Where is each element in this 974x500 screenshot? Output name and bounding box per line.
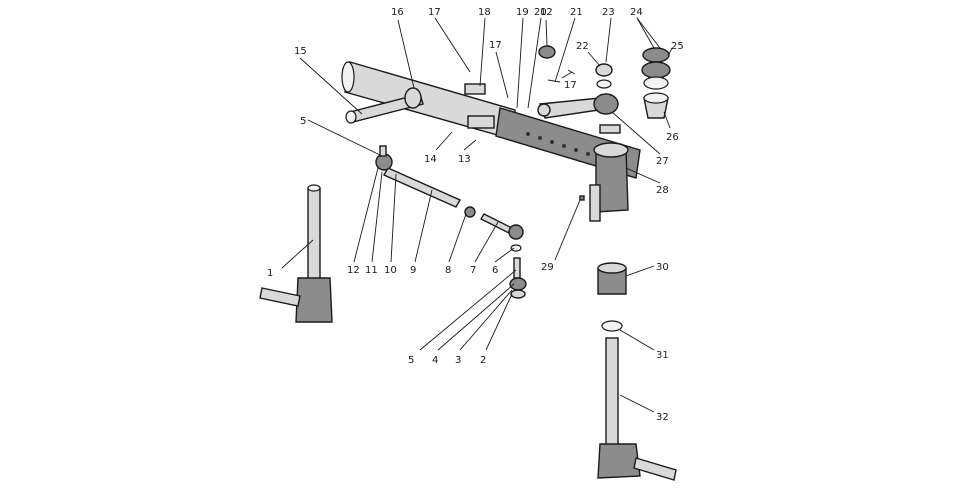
callout-label: 27: [656, 156, 669, 167]
callout-label: 19: [516, 7, 529, 18]
callout-label: 15: [294, 46, 307, 57]
drag-link-parts: [464, 206, 524, 252]
callout-label: 20: [534, 7, 547, 18]
callout-label: 25: [671, 41, 684, 52]
callout-label: 6: [492, 265, 498, 276]
cross-shaft: [345, 87, 424, 124]
callout-label: 10: [384, 265, 397, 276]
tie-rod: [375, 145, 461, 208]
callout-label: 17: [564, 80, 577, 91]
callout-label: 32: [656, 412, 669, 423]
left-knuckle: [259, 184, 333, 323]
callout-label: 2: [480, 355, 486, 366]
callout-label: 5: [408, 355, 414, 366]
pin: [579, 195, 585, 201]
callout-label: 1: [267, 268, 273, 279]
callout-label: 13: [458, 154, 471, 165]
callout-label: 29: [541, 262, 554, 273]
ball-stud: [509, 257, 527, 299]
steering-box: [589, 124, 629, 222]
callout-label: 8: [445, 265, 451, 276]
callout-label: 14: [424, 154, 437, 165]
callout-label: 17: [489, 40, 502, 51]
callout-label: 5: [300, 116, 306, 127]
callout-label: 3: [455, 355, 461, 366]
callout-label: 12: [540, 7, 553, 18]
callout-label: 21: [570, 7, 583, 18]
callout-label: 16: [391, 7, 404, 18]
callout-label: 12: [347, 265, 360, 276]
pitman-arm: [537, 93, 619, 119]
callout-label: 28: [656, 185, 669, 196]
callout-label: 23: [602, 7, 615, 18]
callout-label: 11: [365, 265, 378, 276]
leader-lines: [281, 17, 673, 413]
callout-label: 17: [428, 7, 441, 18]
callout-labels: 1 2 3 4 5 5 6 7 8 9 10 11 12 12 13 14 15…: [267, 7, 684, 423]
bushing-and-ring: [597, 262, 627, 332]
callout-label: 9: [410, 265, 416, 276]
right-knuckle: [597, 337, 677, 481]
callout-label: 22: [576, 41, 589, 52]
callout-label: 4: [432, 355, 438, 366]
callout-label: 24: [630, 7, 643, 18]
callout-label: 30: [656, 262, 669, 273]
callout-label: 31: [656, 350, 669, 361]
callout-label: 18: [478, 7, 491, 18]
callout-label: 7: [470, 265, 476, 276]
small-parts-top: [538, 45, 671, 119]
callout-label: 26: [666, 132, 679, 143]
